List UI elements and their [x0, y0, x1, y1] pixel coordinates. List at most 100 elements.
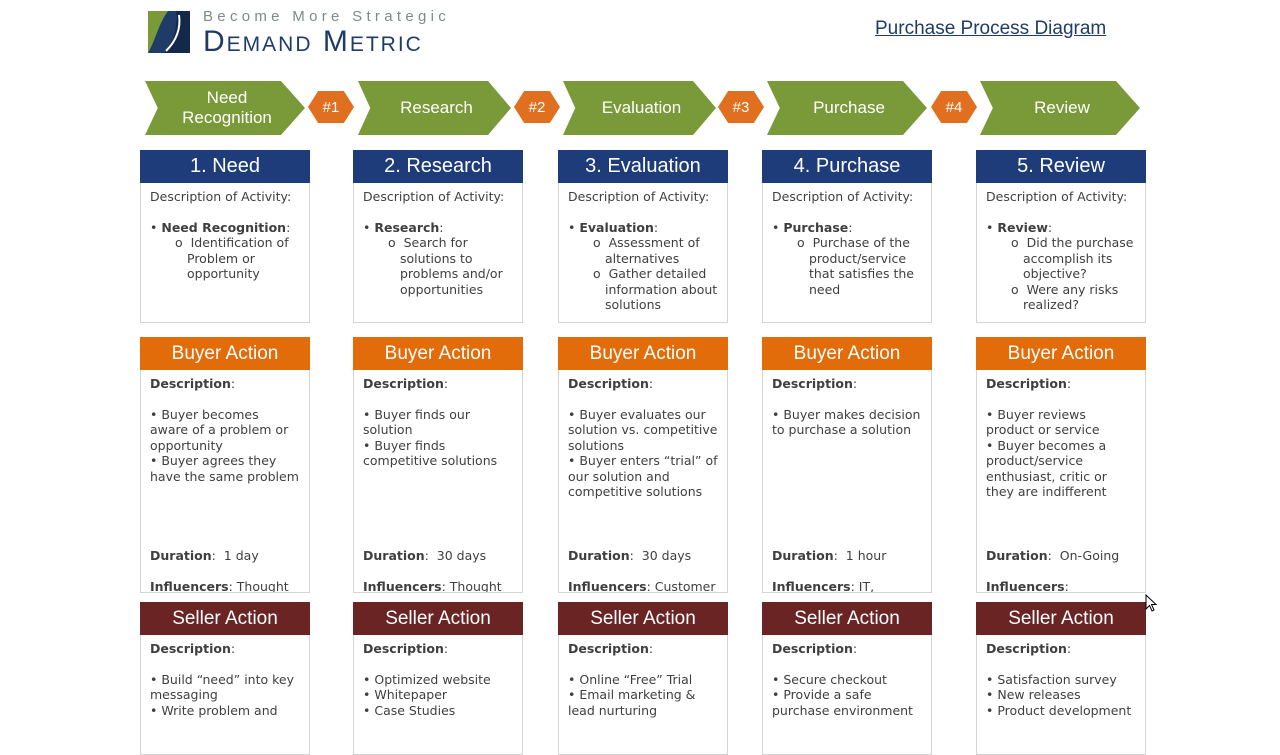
step-marker-4: #4 [931, 91, 977, 123]
buyer-description-label: Description: [568, 376, 654, 391]
activity-box: Description of Activity:• Purchase:o Pur… [762, 183, 932, 323]
seller-description-label: Description: [772, 641, 858, 656]
activity-intro: Description of Activity: [772, 189, 914, 204]
buyer-description-label-text: Description [986, 376, 1067, 391]
buyer-action-header: Buyer Action [976, 337, 1146, 370]
influencers-label: Influencers [568, 578, 647, 593]
seller-description-label: Description: [150, 641, 236, 656]
seller-bullet-text: Product development [997, 702, 1132, 718]
logo-icon [148, 11, 190, 53]
buyer-spacer [363, 469, 513, 549]
activity-intro: Description of Activity: [363, 189, 505, 204]
seller-description-label-text: Description [150, 641, 231, 656]
seller-bullet-text: Email marketing & lead nurturing [568, 687, 696, 718]
activity-subitem-text: Search for solutions to problems and/or … [400, 235, 503, 297]
seller-bullet: • Secure checkout [772, 671, 887, 687]
seller-action-box: Description:• Secure checkout• Provide a… [762, 635, 932, 755]
seller-bullet: • Product development [986, 702, 1132, 718]
buyer-description-label: Description: [150, 376, 236, 391]
right-margin [1155, 0, 1280, 720]
duration-value: 1 hour [845, 548, 887, 563]
influencers: Influencers: Customer service [568, 578, 718, 593]
process-arrow-review: Review [980, 81, 1140, 135]
buyer-spacer [772, 438, 922, 549]
seller-action-header: Seller Action [558, 602, 728, 635]
influencers-value: Thought leaders, review sites, customers [449, 578, 502, 593]
buyer-action-header: Buyer Action [353, 337, 523, 370]
activity-subitem: o Did the purchase accomplish its object… [1011, 235, 1134, 281]
buyer-bullet-text: Buyer becomes aware of a problem or oppo… [150, 406, 289, 453]
activity-label: Review [997, 219, 1048, 235]
duration: Duration: 30 days [568, 548, 692, 563]
stage-header: 5. Review [976, 150, 1146, 183]
seller-bullet-text: Case Studies [374, 702, 456, 718]
activity-subitem: o Purchase of the product/service that s… [797, 235, 914, 297]
activity-bullet: • Evaluation: [568, 219, 659, 235]
buyer-bullet: • Buyer evaluates our solution vs. compe… [568, 406, 718, 453]
buyer-action-header: Buyer Action [762, 337, 932, 370]
seller-action-header: Seller Action [353, 602, 523, 635]
activity-subitem-text: Were any risks realized? [1023, 281, 1119, 313]
duration-value: 1 day [223, 548, 259, 563]
duration-label: Duration [986, 548, 1048, 563]
buyer-bullet-text: Buyer reviews product or service [986, 406, 1100, 438]
seller-bullet: • Optimized website [363, 671, 491, 687]
stage-header: 4. Purchase [762, 150, 932, 183]
buyer-action-box: Description:• Buyer becomes aware of a p… [140, 370, 310, 593]
seller-bullet: • Case Studies [363, 702, 456, 718]
buyer-bullet: • Buyer finds our solution [363, 406, 470, 438]
influencers: Influencers: Thought leaders [150, 579, 300, 593]
activity-bullet: • Review: [986, 219, 1053, 235]
seller-bullet-text: Satisfaction survey [997, 671, 1117, 687]
step-marker-3: #3 [718, 91, 764, 123]
duration-value: On-Going [1059, 548, 1120, 563]
activity-subitem-text: Assessment of alternatives [605, 235, 700, 266]
duration: Duration: 1 hour [772, 548, 887, 563]
seller-bullet-text: Optimized website [374, 671, 491, 687]
seller-action-header: Seller Action [976, 602, 1146, 635]
seller-bullet: • Whitepaper [363, 687, 448, 702]
influencers: Influencers: Thought leaders, review sit… [363, 578, 513, 593]
seller-bullet: • Satisfaction survey [986, 671, 1117, 687]
document-title-link[interactable]: Purchase Process Diagram [875, 18, 1107, 39]
duration: Duration: 1 day [150, 548, 259, 563]
duration-label: Duration [363, 548, 425, 563]
buyer-bullet-text: Buyer enters “trial” of our solution and… [568, 453, 718, 499]
activity-subitem: o Were any risks realized? [1011, 281, 1119, 313]
seller-bullet: • Build “need” into key messaging [150, 671, 294, 703]
activity-label: Research [374, 219, 440, 235]
influencers-label: Influencers [772, 578, 851, 593]
seller-bullet: • Email marketing & lead nurturing [568, 687, 696, 718]
activity-bullet: • Research: [363, 219, 444, 235]
buyer-action-header: Buyer Action [140, 337, 310, 370]
activity-intro: Description of Activity: [986, 189, 1128, 204]
seller-action-box: Description:• Satisfaction survey• New r… [976, 635, 1146, 755]
seller-bullet: • New releases [986, 687, 1081, 702]
buyer-spacer [568, 500, 718, 549]
seller-bullet-text: Provide a safe purchase environment [772, 687, 913, 718]
seller-action-box: Description: • Build “need” into key mess… [140, 635, 310, 755]
seller-action-box: Description:• Optimized website• Whitepa… [353, 635, 523, 755]
seller-bullet-text: New releases [997, 687, 1081, 702]
buyer-bullet-text: Buyer evaluates our solution vs. competi… [568, 406, 718, 453]
activity-label: Need Recognition [161, 219, 287, 235]
stage-header: 2. Research [353, 150, 523, 183]
buyer-spacer [150, 484, 300, 548]
duration-value: 30 days [641, 548, 692, 563]
process-arrow-research: Research [358, 81, 511, 135]
buyer-bullet: • Buyer finds competitive solutions [363, 437, 498, 469]
seller-bullet: • Write problem and [150, 702, 278, 718]
seller-description-label: Description: [568, 641, 654, 656]
influencers: Influencers: IT, Marketing, Sales [772, 578, 922, 593]
influencers-label: Influencers [986, 578, 1065, 593]
seller-description-label-text: Description [363, 641, 444, 656]
activity-label: Evaluation [579, 219, 654, 235]
buyer-spacer [986, 500, 1136, 549]
